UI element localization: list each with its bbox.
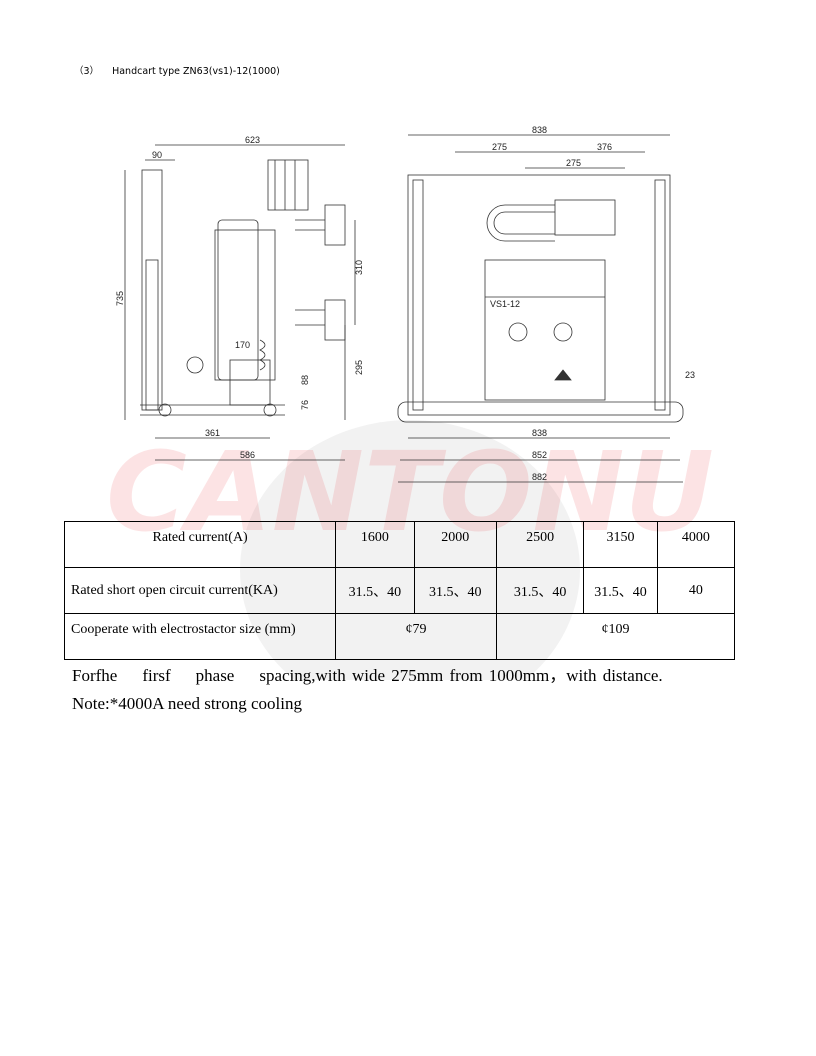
dim-label: 275: [566, 158, 581, 168]
section-number: （3）: [74, 66, 100, 77]
dim-label: 735: [115, 291, 125, 306]
table-row: Rated short open circuit current(KA) 31.…: [63, 567, 736, 614]
dim-label: 76: [300, 400, 310, 410]
table-row: Rated current(A) 1600 2000 2500 3150 400…: [63, 521, 736, 568]
table-row: Cooperate with electrostactor size (mm) …: [63, 613, 736, 660]
section-heading: （3） Handcart type ZN63(vs1)-12(1000): [74, 63, 280, 77]
dim-label: 88: [300, 375, 310, 385]
table-cell: 2500: [495, 521, 585, 568]
table-cell: 4000: [656, 521, 736, 568]
row-label: Rated current(A): [63, 521, 337, 568]
row-label: Rated short open circuit current(KA): [63, 567, 337, 614]
dim-label: 623: [245, 135, 260, 145]
dim-label: 852: [532, 450, 547, 460]
dim-label: 23: [685, 370, 695, 380]
table-cell: 1600: [335, 521, 415, 568]
table-cell: 40: [656, 567, 736, 614]
row-label: Cooperate with electrostactor size (mm): [63, 613, 337, 660]
dim-label: 882: [532, 472, 547, 482]
side-view: 623 90 735 170 310 295 88 76 361 586: [115, 135, 364, 461]
dim-label: 376: [597, 142, 612, 152]
cooling-note: Note:*4000A need strong cooling: [72, 694, 302, 713]
dim-label: 295: [354, 360, 364, 375]
phase-spacing-note: Forfhe firsf phase spacing,with wide 275…: [72, 666, 663, 685]
front-view: 838 275 376 275 VS1-12 23 838 852 882: [397, 125, 695, 483]
panel-label: VS1-12: [490, 299, 520, 309]
spec-table: Rated current(A) 1600 2000 2500 3150 400…: [63, 521, 736, 660]
dim-label: 170: [235, 340, 250, 350]
dim-label: 838: [532, 428, 547, 438]
table-cell: 31.5、40: [413, 567, 497, 614]
table-cell: 31.5、40: [335, 567, 415, 614]
dim-label: 310: [354, 260, 364, 275]
dim-label: 838: [532, 125, 547, 135]
technical-drawing: 623 90 735 170 310 295 88 76 361 586 838: [115, 125, 695, 483]
section-title: Handcart type ZN63(vs1)-12(1000): [112, 66, 280, 77]
dim-label: 275: [492, 142, 507, 152]
dim-label: 90: [152, 150, 162, 160]
dim-label: 361: [205, 428, 220, 438]
table-cell: 31.5、40: [583, 567, 658, 614]
table-cell: ¢79: [335, 613, 497, 660]
table-cell: 2000: [413, 521, 497, 568]
table-cell: 31.5、40: [495, 567, 585, 614]
table-cell: 3150: [583, 521, 658, 568]
table-cell: ¢109: [495, 613, 736, 660]
dim-label: 586: [240, 450, 255, 460]
